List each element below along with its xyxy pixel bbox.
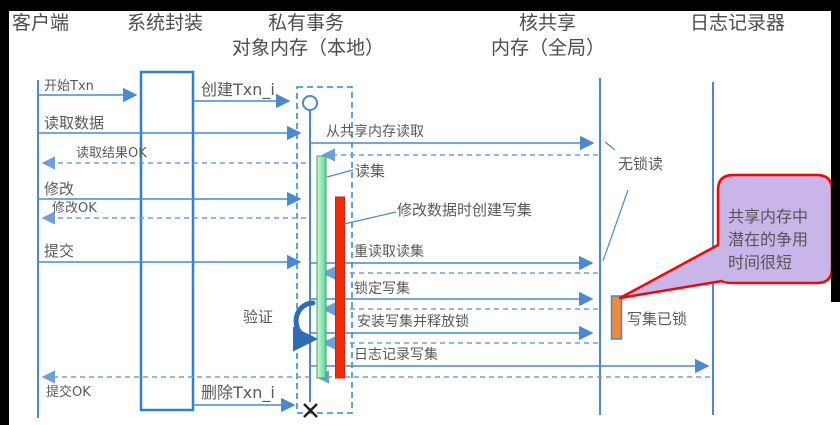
txn-start-circle — [302, 95, 318, 111]
verify-loop-arrow — [292, 300, 318, 352]
label-commit: 提交 — [44, 242, 75, 260]
label-commit-ok: 提交OK — [46, 385, 91, 400]
callout-line-3: 时间很短 — [728, 253, 793, 272]
label-start-txn: 开始Txn — [44, 79, 94, 94]
header-private-line1: 私有事务 — [268, 12, 345, 34]
label-read-result-ok: 读取结果OK — [76, 146, 147, 161]
label-verify: 验证 — [243, 308, 274, 326]
label-modify-ok: 修改OK — [52, 201, 97, 216]
label-read-from-shared: 从共享内存读取 — [326, 124, 424, 140]
header-shared-line2: 内存（全局） — [491, 37, 606, 59]
lock-free-pointer-line-1 — [604, 141, 616, 151]
label-read-set: 读集 — [355, 162, 386, 180]
label-lock-free-read: 无锁读 — [618, 155, 664, 173]
label-reread-read-set: 重读取读集 — [354, 244, 424, 260]
wrapper-activation-box — [139, 70, 195, 412]
label-create-write-set: 修改数据时创建写集 — [397, 201, 533, 219]
header-logger: 日志记录器 — [690, 12, 786, 34]
label-log-write-set: 日志记录写集 — [354, 347, 438, 363]
header-wrapper: 系统封装 — [127, 12, 204, 34]
write-set-pointer-line — [343, 211, 397, 225]
header-private-line2: 对象内存（本地） — [232, 37, 385, 59]
callout-line-2: 潜在的争用 — [728, 230, 809, 249]
label-read-data: 读取数据 — [44, 114, 105, 132]
write-set-locked-bar — [610, 295, 623, 340]
lock-free-pointer-line-2 — [602, 189, 629, 262]
write-set-bar — [335, 196, 345, 379]
label-install-write-set: 安装写集并释放锁 — [357, 314, 469, 330]
label-lock-write-set: 锁定写集 — [354, 281, 410, 297]
letterbox-left — [0, 0, 9, 425]
label-create-txn: 创建Txn_i — [201, 80, 275, 99]
header-client: 客户端 — [12, 12, 70, 34]
label-delete-txn: 删除Txn_i — [201, 383, 275, 402]
callout-line-1: 共享内存中 — [728, 207, 809, 226]
read-set-bar — [316, 155, 327, 379]
contention-callout-bubble — [618, 173, 834, 300]
header-shared-line1: 核共享 — [519, 12, 577, 34]
txn-destroy-x-mark — [303, 403, 318, 418]
letterbox-top — [0, 0, 840, 11]
letterbox-right — [831, 0, 840, 302]
label-modify: 修改 — [44, 180, 75, 198]
read-set-pointer-line — [326, 169, 354, 178]
label-write-set-locked: 写集已锁 — [627, 310, 688, 328]
